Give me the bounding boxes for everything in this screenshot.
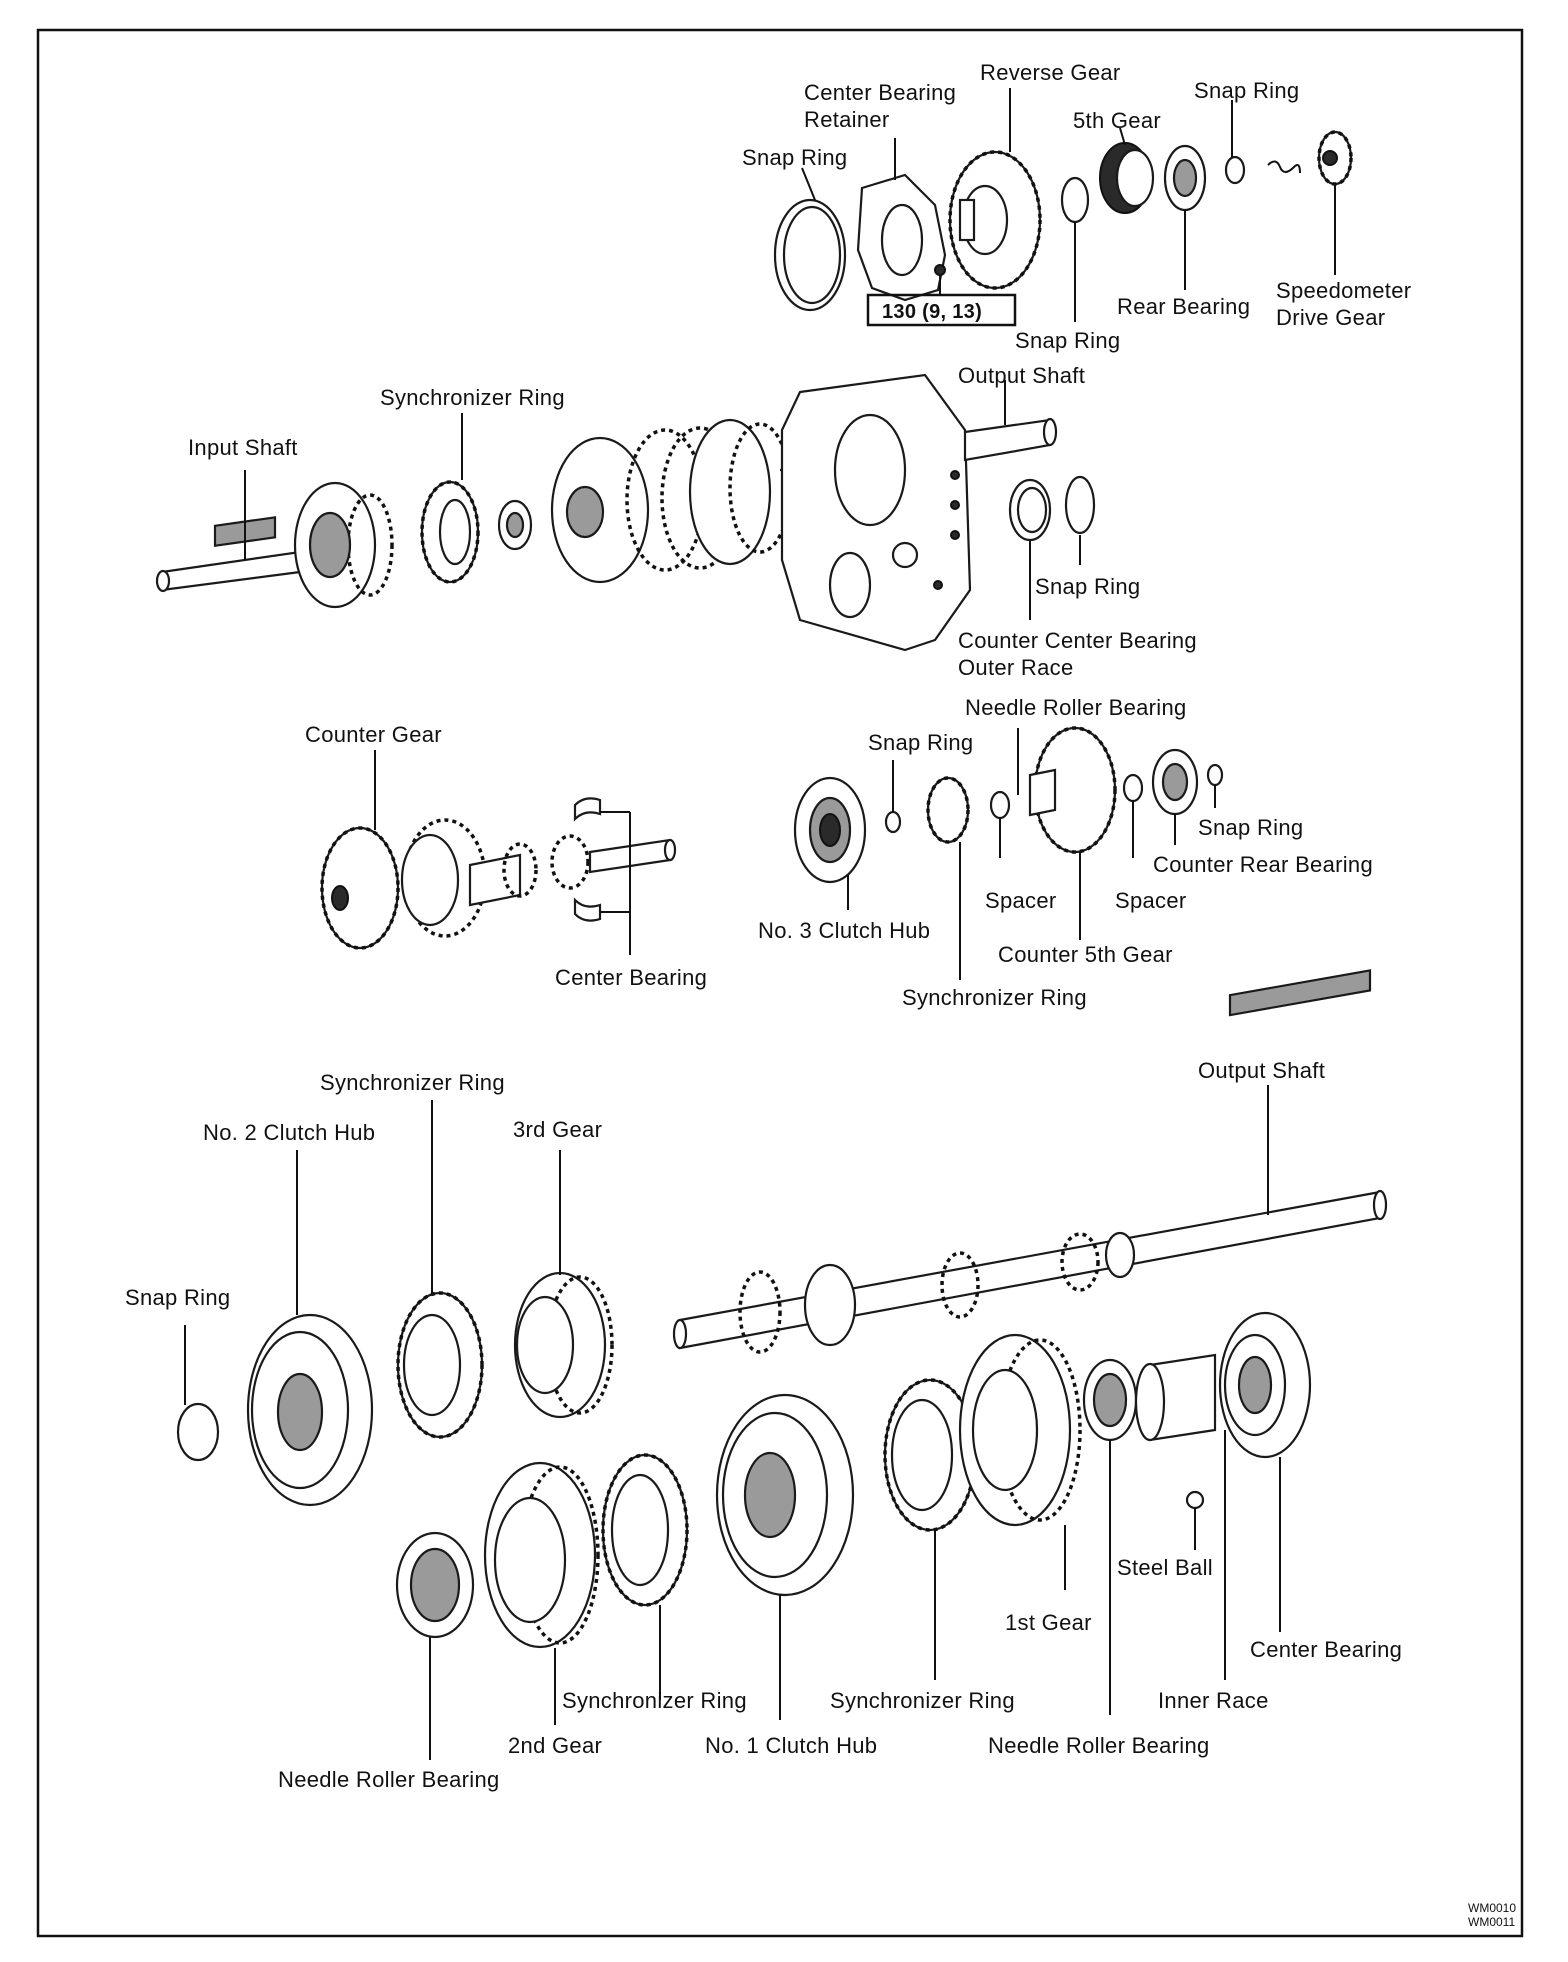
label-synchronizer-ring-3rd: Synchronizer Ring <box>320 1070 505 1095</box>
figure-code-1: WM0010 <box>1468 1901 1516 1915</box>
label-needle-roller-bearing-top: Needle Roller Bearing <box>965 695 1187 720</box>
snap-ring-6-part <box>1206 763 1224 787</box>
label-needle-roller-bearing-2nd: Needle Roller Bearing <box>278 1767 500 1792</box>
label-counter-rear-bearing: Counter Rear Bearing <box>1153 852 1373 877</box>
snap-ring-small-1 <box>1060 176 1090 224</box>
snap-ring-7-part <box>176 1402 220 1462</box>
label-center-bearing-mid: Center Bearing <box>555 965 707 990</box>
label-steel-ball: Steel Ball <box>1117 1555 1213 1580</box>
label-counter-gear: Counter Gear <box>305 722 442 747</box>
figure-code-2: WM0011 <box>1468 1915 1515 1929</box>
diagram-frame <box>36 28 1524 1938</box>
label-no3-clutch-hub: No. 3 Clutch Hub <box>758 918 930 943</box>
label-counter-5th-gear: Counter 5th Gear <box>998 942 1173 967</box>
spacer-1-part <box>989 790 1011 820</box>
label-synchronizer-ring-2nd: Synchronizer Ring <box>562 1688 747 1713</box>
center-bearing-half-upper <box>573 797 602 822</box>
label-snap-ring-4: Snap Ring <box>1035 574 1140 599</box>
label-inner-race: Inner Race <box>1158 1688 1269 1713</box>
input-shaft-group: Synchronizer Ring Input Shaft Output Sha… <box>155 363 1197 680</box>
label-center-bearing-retainer-2: Retainer <box>804 107 890 132</box>
snap-ring-5-part <box>884 810 902 834</box>
snap-ring-small-2 <box>1224 155 1246 185</box>
output-shaft-group: Synchronizer Ring Output Shaft No. 2 Clu… <box>125 969 1402 1792</box>
label-spacer-2: Spacer <box>1115 888 1187 913</box>
input-shaft <box>160 550 302 592</box>
label-snap-ring-1: Snap Ring <box>742 145 847 170</box>
label-first-gear: 1st Gear <box>1005 1610 1092 1635</box>
label-needle-roller-bearing-1st: Needle Roller Bearing <box>988 1733 1210 1758</box>
label-snap-ring-3: Snap Ring <box>1015 328 1120 353</box>
label-input-shaft: Input Shaft <box>188 435 298 460</box>
label-snap-ring-5: Snap Ring <box>868 730 973 755</box>
steel-ball <box>1185 1490 1205 1510</box>
snap-ring-4-part <box>1064 475 1096 535</box>
output-shaft-stub <box>963 418 1052 462</box>
label-second-gear: 2nd Gear <box>508 1733 602 1758</box>
label-counter-center-1: Counter Center Bearing <box>958 628 1197 653</box>
label-output-shaft-top: Output Shaft <box>958 363 1085 388</box>
label-snap-ring-7: Snap Ring <box>125 1285 230 1310</box>
label-no2-clutch-hub: No. 2 Clutch Hub <box>203 1120 375 1145</box>
label-center-bearing-retainer-1: Center Bearing <box>804 80 956 105</box>
label-synchronizer-ring-mid: Synchronizer Ring <box>902 985 1087 1010</box>
label-no1-clutch-hub: No. 1 Clutch Hub <box>705 1733 877 1758</box>
label-speedometer-2: Drive Gear <box>1276 305 1385 330</box>
label-fifth-gear: 5th Gear <box>1073 108 1161 133</box>
rear-components-group: 130 (9, 13) Snap Ring Center Bearing Ret… <box>742 60 1411 353</box>
label-synchronizer-ring-top: Synchronizer Ring <box>380 385 565 410</box>
torque-spec-text: 130 (9, 13) <box>882 301 982 323</box>
label-synchronizer-ring-1st: Synchronizer Ring <box>830 1688 1015 1713</box>
label-rear-bearing: Rear Bearing <box>1117 294 1250 319</box>
label-spacer-1: Spacer <box>985 888 1057 913</box>
torque-spec-box <box>866 293 1017 327</box>
center-bearing-half-lower <box>573 897 602 922</box>
label-center-bearing-bottom: Center Bearing <box>1250 1637 1402 1662</box>
label-counter-center-2: Outer Race <box>958 655 1074 680</box>
label-speedometer-1: Speedometer <box>1276 278 1411 303</box>
spacer-2-part <box>1122 773 1144 803</box>
label-snap-ring-2: Snap Ring <box>1194 78 1299 103</box>
label-reverse-gear: Reverse Gear <box>980 60 1121 85</box>
label-output-shaft-bottom: Output Shaft <box>1198 1058 1325 1083</box>
label-third-gear: 3rd Gear <box>513 1117 602 1142</box>
counter-gear-group: Counter Gear Center Bearing Needle Rolle… <box>305 695 1373 1010</box>
label-snap-ring-6: Snap Ring <box>1198 815 1303 840</box>
